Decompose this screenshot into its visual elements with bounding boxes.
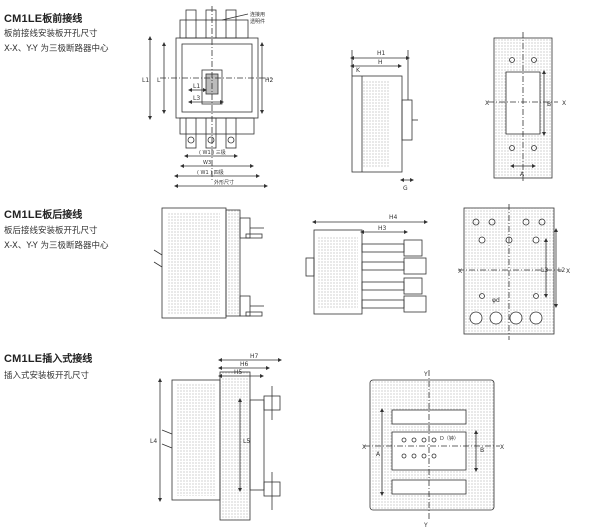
section-1-title: CM1LE板前接线 [4, 10, 82, 25]
label-X-right-s3: X [500, 444, 504, 451]
label-Y-bottom-s3: Y [423, 522, 428, 529]
rear-wiring-terminal-view [305, 220, 428, 315]
section-3-title: CM1LE插入式接线 [4, 350, 92, 365]
rear-wiring-cutout [458, 204, 562, 340]
label-L-s1: L [157, 77, 161, 84]
label-X-right-s1: X [562, 100, 566, 107]
front-wiring-side-view [350, 50, 418, 182]
label-H5-s3: H5 [234, 369, 243, 376]
label-B-s3: B [480, 447, 484, 454]
section-1-title-text: 板前接线 [42, 14, 83, 25]
label-X-left-s2: X [458, 268, 462, 275]
section-2-line-1: 板后接线安装板开孔尺寸 [4, 226, 98, 236]
label-L1-inner-s1: L1 [193, 83, 200, 90]
label-G-s1: G [403, 185, 408, 192]
section-1-model: CM1LE [4, 13, 43, 25]
label-phid-s2: φd [492, 297, 500, 304]
section-2-model: CM1LE [4, 209, 43, 221]
label-Y-top-s3: Y [423, 371, 428, 378]
front-wiring-front-view [148, 6, 272, 188]
plugin-wiring-side-view [158, 358, 282, 521]
label-K-s1: K [356, 67, 361, 74]
section-3-title-text: 插入式接线 [42, 354, 93, 365]
rear-wiring-side-view [153, 207, 264, 319]
label-H6-s3: H6 [240, 361, 249, 368]
label-width: 外形尺寸 [214, 179, 234, 186]
label-B-s1: B [547, 101, 551, 108]
section-1-line-1: 板前接线安装板开孔尺寸 [4, 29, 98, 39]
label-L5-s3: L5 [243, 438, 250, 445]
label-L4-s3: L4 [150, 438, 157, 445]
label-L1-s1: L1 [142, 77, 149, 84]
label-H1-s1: H1 [377, 50, 386, 57]
label-L3-s2: L3 [541, 267, 548, 274]
label-L3-s1: L3 [193, 95, 200, 102]
label-A-s1: A [520, 171, 525, 178]
section-2-title-text: 板后接线 [42, 210, 83, 221]
label-w3-s1: W3 [203, 160, 211, 166]
callout-text-1: 连接用 [250, 11, 265, 18]
front-wiring-cutout [488, 32, 558, 182]
label-H-s1: H [378, 59, 383, 66]
label-H7-s3: H7 [250, 353, 259, 360]
label-H4-s2: H4 [389, 214, 398, 221]
section-3-line-1: 插入式安装板开孔尺寸 [4, 371, 90, 381]
label-X-left-s1: X [485, 100, 489, 107]
label-w1-3: ( W1 ) 三极 [199, 149, 226, 156]
label-A-s3: A [376, 451, 381, 458]
label-H2-s1: H2 [265, 77, 274, 84]
section-2-line-2: X-X、Y-Y 为三极断路器中心 [4, 241, 109, 251]
label-X-left-s3: X [362, 444, 366, 451]
callout-text-2: 透明件 [250, 18, 265, 25]
label-w1-4: ( W1 ) 四极 [197, 169, 224, 176]
section-1-line-2: X-X、Y-Y 为三极断路器中心 [4, 44, 109, 54]
section-2-title: CM1LE板后接线 [4, 206, 82, 221]
label-X-right-s2: X [566, 268, 570, 275]
section-3-model: CM1LE [4, 353, 43, 365]
label-d-mark-s3: D（钟） [440, 435, 459, 442]
label-L2-s2: L2 [558, 267, 565, 274]
plugin-wiring-cutout [364, 370, 500, 520]
label-H3-s2: H3 [378, 225, 387, 232]
